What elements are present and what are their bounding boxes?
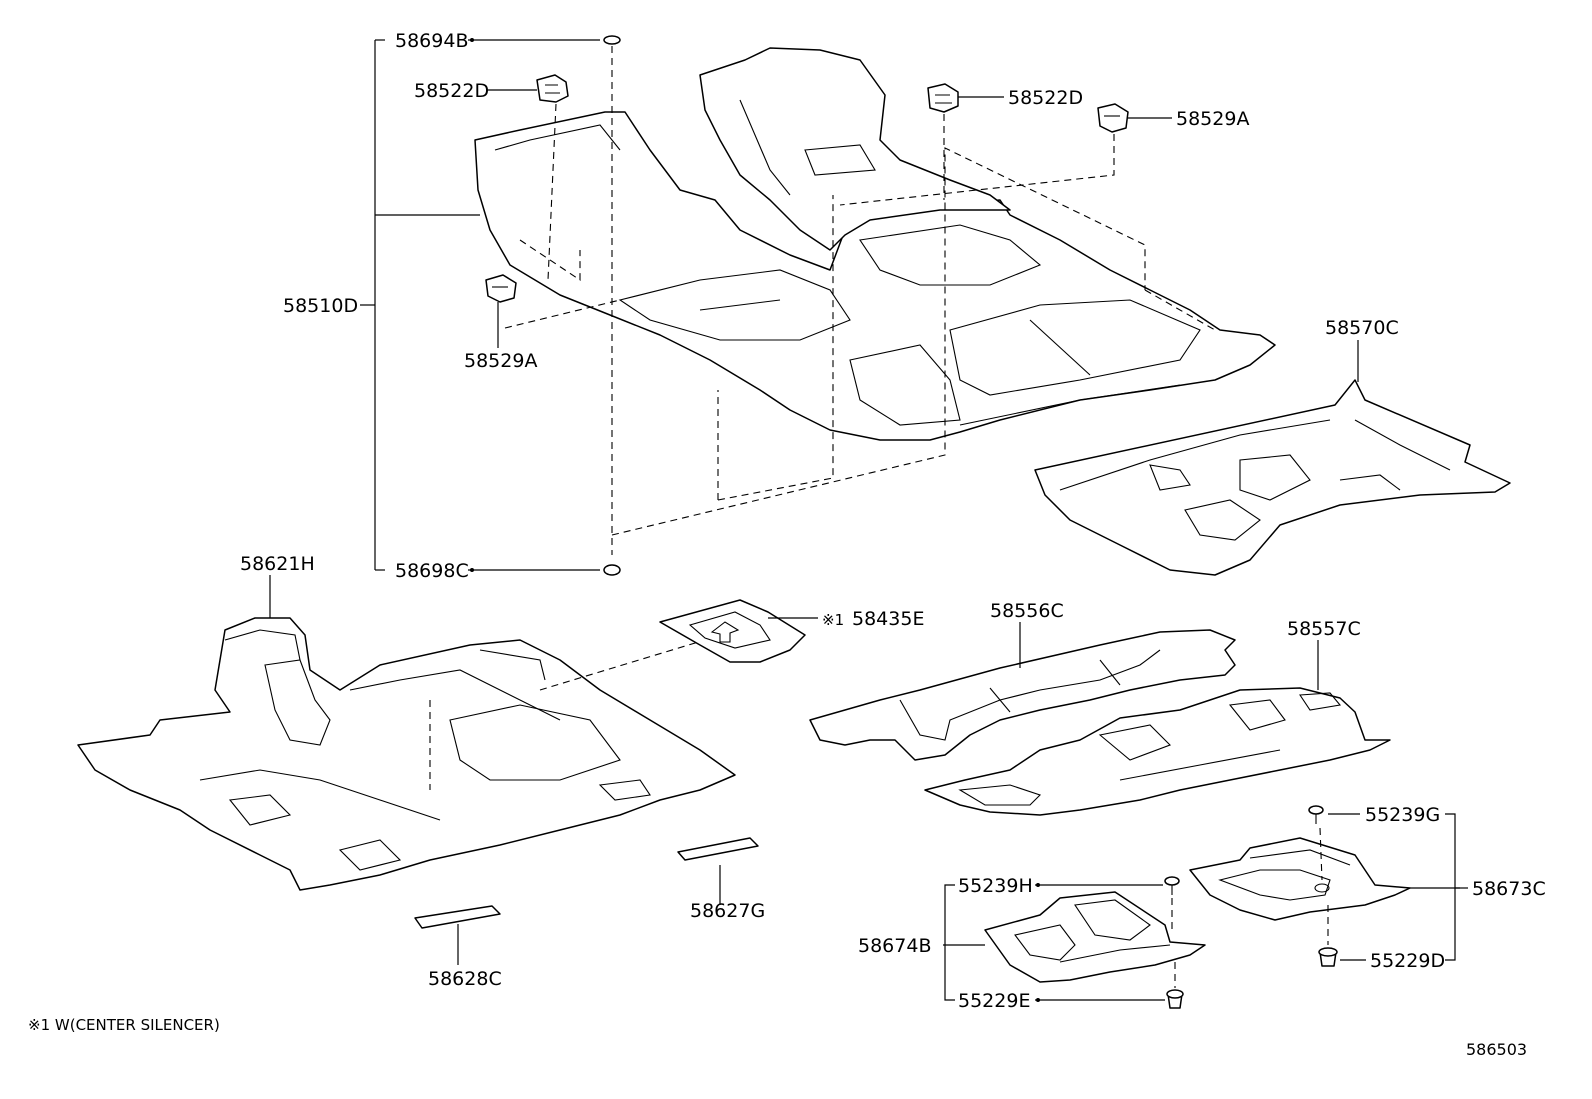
label-58570C: 58570C [1325,317,1399,339]
clip-58522D-right [927,83,1004,200]
label-58627G: 58627G [690,900,765,922]
assembly-dash-lines [519,147,1216,536]
label-55229D: 55229D [1370,950,1445,972]
label-58673C: 58673C [1472,878,1546,900]
label-55229E: 55229E [958,990,1030,1012]
bracket-58674B [944,884,955,1001]
label-58435E-note-mark: ※1 [822,611,844,629]
clip-55229D [1318,905,1366,967]
label-58621H: 58621H [240,553,315,575]
bracket-58673C [1445,813,1468,961]
label-58556C: 58556C [990,600,1064,622]
strip-58627G [677,837,759,905]
floor-mat-58673C [1189,837,1460,921]
floor-carpet-58556C [809,622,1236,761]
clip-58694B [468,35,621,555]
floor-carpet-58557C [924,640,1391,816]
label-58628C: 58628C [428,968,502,990]
silencer-pad-58435E [659,599,818,663]
label-58522D-right: 58522D [1008,87,1083,109]
label-58522D-left: 58522D [414,80,489,102]
clip-58522D-left [487,74,569,281]
label-58510D: 58510D [283,295,358,317]
floor-carpet-58570C [1034,340,1511,576]
footnote: ※1 W(CENTER SILENCER) [28,1016,220,1034]
floor-carpet-main [474,47,1276,441]
screw-55239H [1035,876,1180,930]
floor-mat-58674B [943,891,1206,983]
label-58529A-left: 58529A [464,350,537,372]
label-58529A-right: 58529A [1176,108,1249,130]
clip-58529A-left [485,274,621,348]
label-58557C: 58557C [1287,618,1361,640]
label-58435E: 58435E [852,608,924,630]
strip-58628C [414,905,501,965]
label-55239G: 55239G [1365,804,1440,826]
label-58674B: 58674B [858,935,931,957]
label-55239H: 55239H [958,875,1033,897]
label-58698C: 58698C [395,560,469,582]
floor-carpet-58621H [77,575,736,891]
diagram-reference-number: 586503 [1466,1040,1527,1059]
label-58694B: 58694B [395,30,468,52]
screw-55239G [1308,805,1360,881]
clip-58529A-right [839,103,1172,206]
leader-58510D [360,39,480,571]
clip-55229E [1035,962,1184,1009]
clip-58698C [468,564,621,576]
